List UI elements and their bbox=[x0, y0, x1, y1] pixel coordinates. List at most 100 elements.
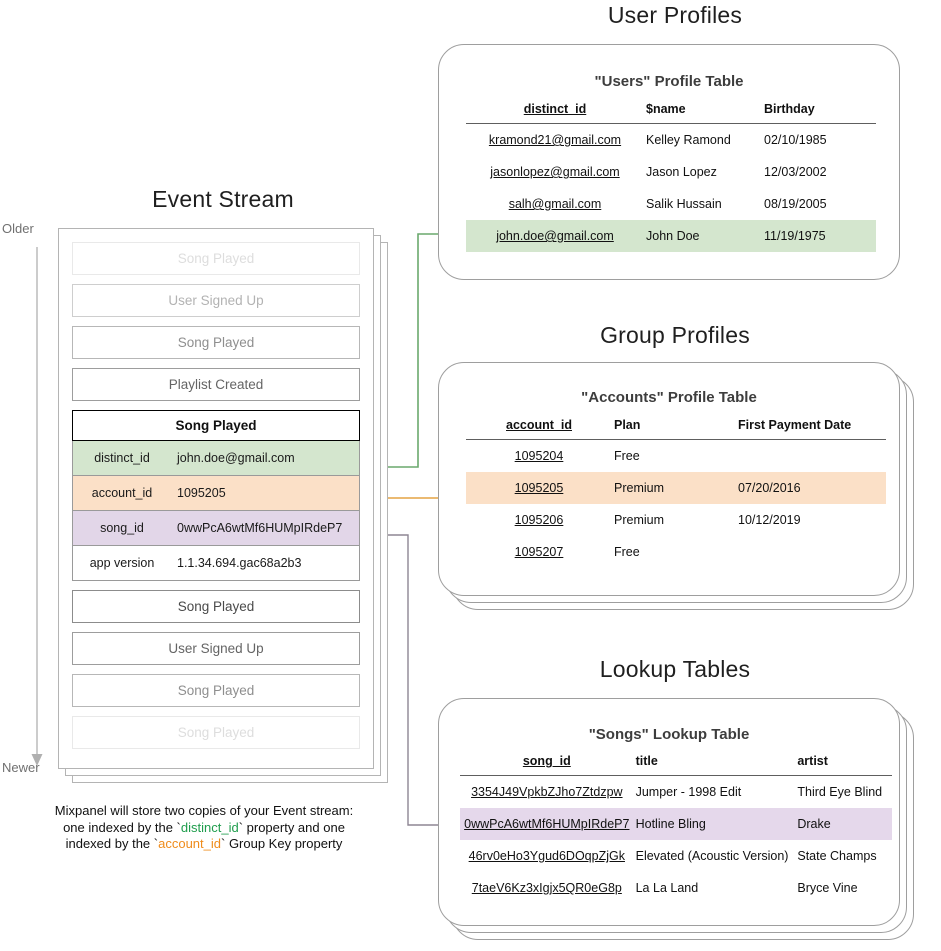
expanded-event[interactable]: Song Played distinct_id john.doe@gmail.c… bbox=[72, 410, 360, 581]
accounts-card-stack: "Accounts" Profile Table account_id Plan… bbox=[438, 362, 918, 612]
users-table: distinct_id $name Birthday kramond21@gma… bbox=[466, 102, 876, 252]
table-row[interactable]: 1095206 Premium 10/12/2019 bbox=[466, 504, 886, 536]
table-row[interactable]: 1095207 Free bbox=[466, 536, 886, 568]
cell-distinct-id: jasonlopez@gmail.com bbox=[490, 165, 620, 179]
table-header-row: account_id Plan First Payment Date bbox=[466, 418, 886, 440]
cell-title: La La Land bbox=[635, 881, 699, 895]
property-value: 1095205 bbox=[177, 486, 226, 500]
table-row[interactable]: 46rv0eHo3Ygud6DOqpZjGk Elevated (Acousti… bbox=[460, 840, 892, 872]
column-header-plan: Plan bbox=[612, 418, 736, 440]
column-header-title: title bbox=[633, 754, 796, 776]
cell-account-id: 1095205 bbox=[466, 472, 612, 504]
table-row-highlighted[interactable]: 0wwPcA6wtMf6HUMpIRdeP7 Hotline Bling Dra… bbox=[460, 808, 892, 840]
cell-birthday: 11/19/1975 bbox=[762, 220, 876, 252]
cell-account-id: 1095207 bbox=[514, 545, 564, 559]
accounts-table: account_id Plan First Payment Date 10952… bbox=[466, 418, 886, 568]
cell-first-payment-date bbox=[736, 536, 886, 568]
event-item[interactable]: Song Played bbox=[72, 674, 360, 707]
cell-song-id: 7taeV6Kz3xIgjx5QR0eG8p bbox=[471, 881, 622, 895]
event-property-distinct-id: distinct_id john.doe@gmail.com bbox=[72, 441, 360, 476]
users-table-title: "Users" Profile Table bbox=[594, 73, 744, 90]
table-header-row: distinct_id $name Birthday bbox=[466, 102, 876, 124]
cell-plan: Free bbox=[614, 545, 640, 559]
caption-line-2-suffix: ` property and one bbox=[238, 819, 345, 835]
event-item[interactable]: User Signed Up bbox=[72, 632, 360, 665]
property-key: account_id bbox=[91, 486, 153, 500]
accounts-table-title: "Accounts" Profile Table bbox=[581, 389, 757, 406]
songs-table: song_id title artist 3354J49VpkbZJho7Ztd… bbox=[460, 754, 892, 904]
cell-artist: State Champs bbox=[797, 849, 877, 863]
cell-song-id: 46rv0eHo3Ygud6DOqpZjGk bbox=[468, 849, 625, 863]
cell-plan: Premium bbox=[612, 472, 736, 504]
property-key: app version bbox=[89, 556, 155, 570]
group-profiles-title: Group Profiles bbox=[600, 322, 750, 348]
cell-title: Jumper - 1998 Edit bbox=[635, 785, 742, 799]
distinct-id-token: distinct_id bbox=[180, 819, 239, 835]
cell-song-id: 0wwPcA6wtMf6HUMpIRdeP7 bbox=[460, 808, 634, 840]
table-row[interactable]: salh@gmail.com Salik Hussain 08/19/2005 bbox=[466, 188, 876, 220]
property-key: song_id bbox=[100, 521, 144, 535]
axis-newer-label: Newer bbox=[2, 760, 40, 775]
table-row-highlighted[interactable]: john.doe@gmail.com John Doe 11/19/1975 bbox=[466, 220, 876, 252]
table-row[interactable]: 1095204 Free bbox=[466, 440, 886, 473]
user-profiles-title: User Profiles bbox=[607, 2, 743, 28]
cell-artist: Third Eye Blind bbox=[797, 785, 883, 799]
cell-name: Salik Hussain bbox=[646, 197, 722, 211]
property-value: john.doe@gmail.com bbox=[177, 451, 295, 465]
caption-line-3: indexed by the `account_id` Group Key pr… bbox=[28, 836, 380, 853]
axis-older-label: Older bbox=[2, 221, 34, 236]
cell-song-id: 3354J49VpkbZJho7Ztdzpw bbox=[471, 785, 623, 799]
event-item[interactable]: User Signed Up bbox=[72, 284, 360, 317]
users-card-stack: "Users" Profile Table distinct_id $name … bbox=[438, 44, 910, 284]
cell-name: John Doe bbox=[644, 220, 762, 252]
cell-first-payment-date: 07/20/2016 bbox=[736, 472, 886, 504]
caption-line-1: Mixpanel will store two copies of your E… bbox=[54, 803, 354, 818]
caption: Mixpanel will store two copies of your E… bbox=[28, 803, 380, 853]
table-header-row: song_id title artist bbox=[460, 754, 892, 776]
property-key: distinct_id bbox=[94, 451, 150, 465]
event-item[interactable]: Song Played bbox=[72, 326, 360, 359]
column-header-distinct-id: distinct_id bbox=[466, 102, 644, 124]
table-row[interactable]: kramond21@gmail.com Kelley Ramond 02/10/… bbox=[466, 124, 876, 157]
column-header-name: $name bbox=[644, 102, 762, 124]
event-property-app-version: app version 1.1.34.694.gac68a2b3 bbox=[72, 546, 360, 581]
event-item[interactable]: Song Played bbox=[72, 716, 360, 749]
lookup-tables-title: Lookup Tables bbox=[599, 656, 751, 682]
table-row-highlighted[interactable]: 1095205 Premium 07/20/2016 bbox=[466, 472, 886, 504]
cell-account-id: 1095206 bbox=[514, 513, 564, 527]
expanded-event-name: Song Played bbox=[72, 410, 360, 441]
column-header-song-id: song_id bbox=[460, 754, 634, 776]
caption-line-3-suffix: ` Group Key property bbox=[221, 836, 343, 851]
cell-birthday: 12/03/2002 bbox=[764, 165, 827, 179]
event-stream-title: Event Stream bbox=[152, 186, 294, 212]
caption-line-2: one indexed by the `distinct_id` propert… bbox=[28, 820, 380, 837]
column-header-account-id: account_id bbox=[466, 418, 612, 440]
property-value: 1.1.34.694.gac68a2b3 bbox=[177, 556, 302, 570]
cell-birthday: 02/10/1985 bbox=[764, 133, 827, 147]
cell-plan: Premium bbox=[614, 513, 665, 527]
cell-name: Kelley Ramond bbox=[646, 133, 731, 147]
cell-name: Jason Lopez bbox=[646, 165, 717, 179]
event-list: Song Played User Signed Up Song Played P… bbox=[58, 228, 374, 769]
event-property-account-id: account_id 1095205 bbox=[72, 476, 360, 511]
column-header-artist: artist bbox=[795, 754, 892, 776]
cell-title: Hotline Bling bbox=[633, 808, 796, 840]
cell-title: Elevated (Acoustic Version) bbox=[635, 849, 789, 863]
cell-account-id: 1095204 bbox=[514, 449, 564, 463]
cell-distinct-id: john.doe@gmail.com bbox=[466, 220, 644, 252]
caption-line-3-prefix: indexed by the ` bbox=[65, 836, 159, 851]
table-row[interactable]: 3354J49VpkbZJho7Ztdzpw Jumper - 1998 Edi… bbox=[460, 776, 892, 809]
account-id-token: account_id bbox=[158, 836, 221, 851]
cell-plan: Free bbox=[614, 449, 640, 463]
event-item[interactable]: Song Played bbox=[72, 242, 360, 275]
cell-first-payment-date: 10/12/2019 bbox=[738, 513, 801, 527]
cell-artist: Bryce Vine bbox=[797, 881, 858, 895]
column-header-first-payment-date: First Payment Date bbox=[736, 418, 886, 440]
table-row[interactable]: jasonlopez@gmail.com Jason Lopez 12/03/2… bbox=[466, 156, 876, 188]
event-item[interactable]: Playlist Created bbox=[72, 368, 360, 401]
event-item[interactable]: Song Played bbox=[72, 590, 360, 623]
caption-line-2-prefix: one indexed by the ` bbox=[63, 819, 181, 835]
table-row[interactable]: 7taeV6Kz3xIgjx5QR0eG8p La La Land Bryce … bbox=[460, 872, 892, 904]
property-value: 0wwPcA6wtMf6HUMpIRdeP7 bbox=[177, 521, 343, 535]
column-header-birthday: Birthday bbox=[762, 102, 876, 124]
